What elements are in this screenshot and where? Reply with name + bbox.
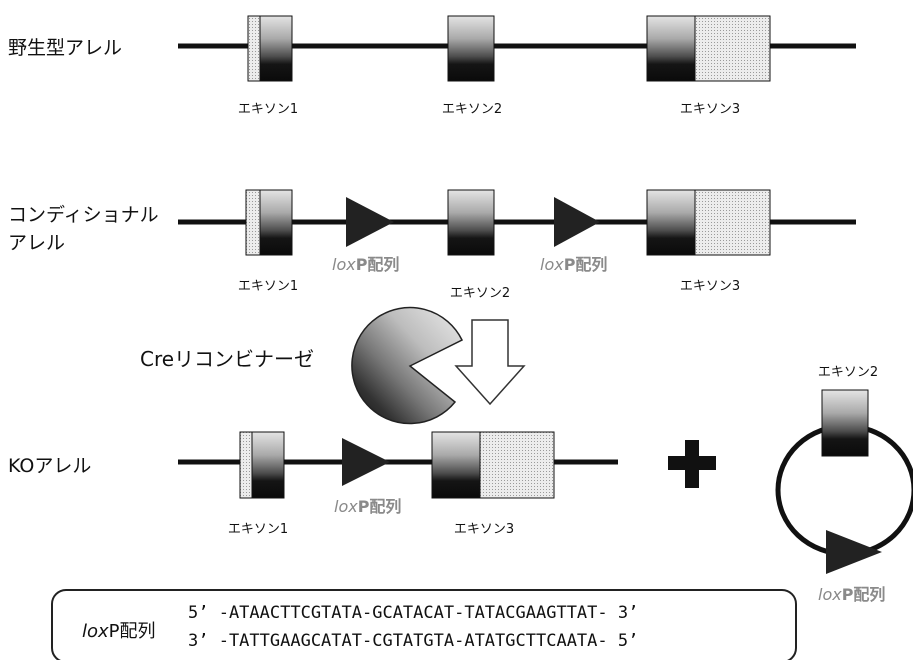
ko-exon1-label: エキソン1 <box>228 522 288 537</box>
conditional-loxp-label-2: loxP配列 <box>540 255 607 274</box>
conditional-loxp-triangle-1 <box>346 197 394 247</box>
down-arrow-icon <box>454 319 526 406</box>
ko-loxp-triangle <box>342 438 390 486</box>
ko-loxp-label: loxP配列 <box>334 497 401 516</box>
excised-loxp-label: loxP配列 <box>818 585 885 604</box>
conditional-loxp-triangle-2 <box>554 197 600 247</box>
conditional-exon3-label: エキソン3 <box>680 279 740 294</box>
conditional-exon1 <box>245 189 293 256</box>
conditional-exon2 <box>447 189 495 256</box>
conditional-loxp-label-1: loxP配列 <box>332 255 399 274</box>
cre-pacman-icon <box>351 306 464 425</box>
wildtype-exon2 <box>447 15 495 82</box>
wildtype-exon3-label: エキソン3 <box>680 102 740 117</box>
ko-exon3-label: エキソン3 <box>454 522 514 537</box>
wildtype-exon1 <box>247 15 293 82</box>
ko-exon3 <box>431 431 555 499</box>
conditional-exon2-label: エキソン2 <box>450 286 510 301</box>
conditional-exon3 <box>646 189 771 256</box>
wildtype-exon1-label: エキソン1 <box>238 102 298 117</box>
row-label-conditional-line1: コンディショナル <box>8 204 159 226</box>
row-label-ko: KOアレル <box>8 455 91 477</box>
cre-recombinase-label: Creリコンビナーゼ <box>140 347 314 371</box>
conditional-exon1-label: エキソン1 <box>238 279 298 294</box>
excised-loxp-triangle <box>826 530 882 574</box>
ko-exon1 <box>239 431 285 499</box>
sequence-box-title: loxP配列 <box>82 621 156 642</box>
wildtype-exon3 <box>646 15 771 82</box>
sequence-line-1: 5’ -ATAACTTCGTATA-GCATACAT-TATACGAAGTTAT… <box>188 603 638 623</box>
plus-icon <box>668 440 716 488</box>
excised-exon2-label: エキソン2 <box>818 365 878 380</box>
excised-exon2 <box>821 389 869 457</box>
row-label-wildtype: 野生型アレル <box>8 37 122 59</box>
sequence-line-2: 3’ -TATTGAAGCATAT-CGTATGTA-ATATGCTTCAATA… <box>188 631 638 651</box>
wildtype-exon2-label: エキソン2 <box>442 102 502 117</box>
loxp-sequence-box <box>51 589 797 660</box>
row-label-conditional-line2: アレル <box>8 232 65 254</box>
